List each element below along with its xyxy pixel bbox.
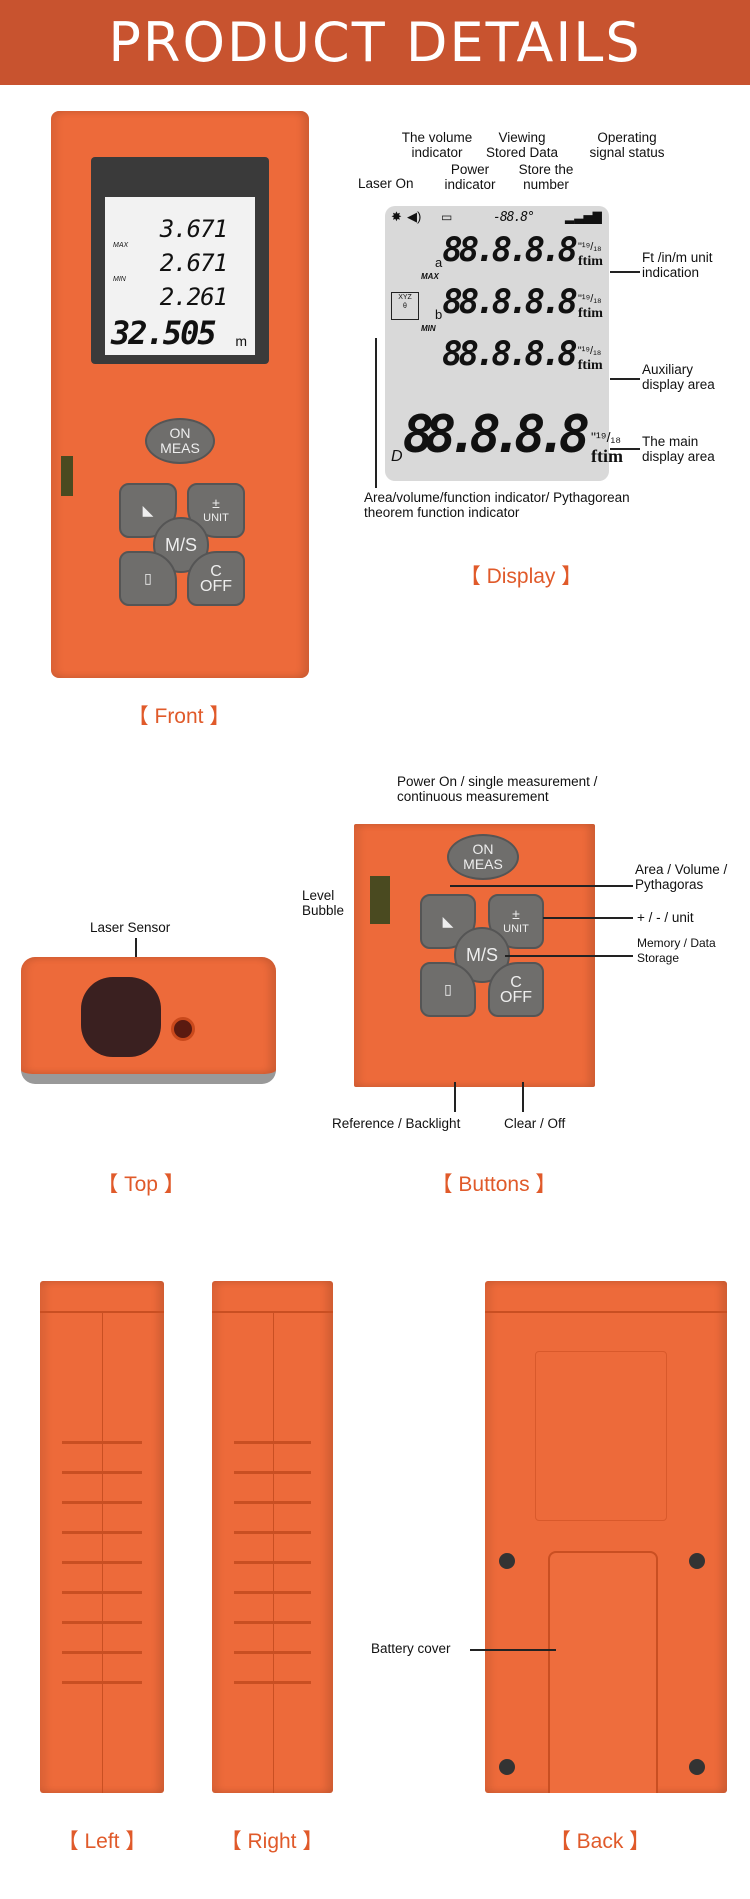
front-caption: 【 Front 】 [127, 705, 231, 728]
reading-1: 3.671 [159, 215, 228, 243]
unit-label: m [235, 333, 247, 349]
main-reading: 32.505 [111, 314, 217, 352]
battery-cover[interactable] [548, 1551, 658, 1793]
label-memory: Memory / Data Storage [637, 936, 716, 965]
leader-line [450, 885, 633, 887]
page-title: PRODUCT DETAILS [108, 11, 642, 74]
left-caption: 【 Left 】 [57, 1830, 147, 1853]
label-clear-off: Clear / Off [504, 1116, 566, 1131]
label-store: Store the number [518, 162, 574, 192]
laser-icon: ✸ [391, 209, 402, 224]
screw-icon [499, 1553, 515, 1569]
leader-line [543, 917, 633, 919]
fraction-label: "¹⁹/₁₈ [577, 345, 602, 357]
reading-2: 2.671 [159, 249, 228, 277]
leader-line [375, 338, 377, 488]
laser-sensor-lens [81, 977, 161, 1057]
level-bubble [370, 876, 390, 924]
leader-line [610, 271, 640, 273]
label-area: Area/volume/function indicator/ Pythagor… [364, 490, 630, 520]
leader-line [522, 1082, 524, 1112]
label-viewing: Viewing Stored Data [485, 130, 559, 160]
label-volume: The volume indicator [401, 130, 473, 160]
top-device [21, 957, 276, 1084]
reference-button[interactable]: ▯ [420, 962, 476, 1017]
back-device [485, 1281, 727, 1793]
label-laser-sensor: Laser Sensor [90, 920, 171, 935]
lcd-max: MAX [421, 272, 439, 281]
fraction-label: "¹⁹/₁₈ [578, 241, 602, 253]
label-area-volume: Area / Volume / Pythagoras [635, 862, 728, 892]
screw-icon [689, 1759, 705, 1775]
reading-3: 2.261 [159, 283, 228, 311]
leader-line [610, 378, 640, 380]
header-banner: PRODUCT DETAILS [0, 0, 750, 85]
signal-icon: ▂▃▅▇ [565, 210, 602, 224]
max-label: MAX [113, 242, 129, 249]
label-power-on: Power On / single measurement / continuo… [397, 774, 598, 804]
top-caption: 【 Top 】 [97, 1173, 185, 1196]
leader-line [505, 955, 633, 957]
leader-line [470, 1649, 556, 1651]
label-battery-cover: Battery cover [371, 1641, 451, 1656]
buttons-caption: 【 Buttons 】 [431, 1173, 557, 1196]
label-reference: Reference / Backlight [332, 1116, 461, 1131]
lcd-min: MIN [421, 324, 436, 333]
reference-button[interactable]: ▯ [119, 551, 177, 606]
fraction-label: "¹⁹/₁₈ [591, 429, 622, 445]
battery-icon: ▭ [441, 210, 453, 224]
level-bubble [61, 456, 73, 496]
label-level-bubble: Level Bubble [302, 888, 345, 918]
left-side-device [40, 1281, 164, 1793]
right-side-device [212, 1281, 333, 1793]
label-aux: Auxiliary display area [642, 362, 715, 392]
receiver-lens [171, 1017, 195, 1041]
label-laser-on: Laser On [358, 176, 414, 191]
label-main: The main display area [642, 434, 715, 464]
fraction-label: "¹⁹/₁₈ [578, 293, 602, 305]
volume-icon: ◀) [407, 209, 422, 224]
label-unit: + / - / unit [637, 910, 694, 925]
min-label: MIN [113, 276, 126, 283]
leader-line [454, 1082, 456, 1112]
label-power: Power indicator [444, 162, 496, 192]
temp-digits: -88.8° [493, 210, 535, 225]
label-units: Ft /in/m unit indication [642, 250, 713, 280]
screw-icon [689, 1553, 705, 1569]
label-signal: Operating signal status [589, 130, 665, 160]
right-caption: 【 Right 】 [220, 1830, 324, 1853]
leader-line [610, 448, 640, 450]
front-screen: 3.671 MAX 2.671 MIN 2.261 32.505 m [105, 197, 255, 355]
label-area-panel [535, 1351, 667, 1521]
display-caption: 【 Display 】 [459, 565, 583, 588]
back-caption: 【 Back 】 [549, 1830, 651, 1853]
screw-icon [499, 1759, 515, 1775]
